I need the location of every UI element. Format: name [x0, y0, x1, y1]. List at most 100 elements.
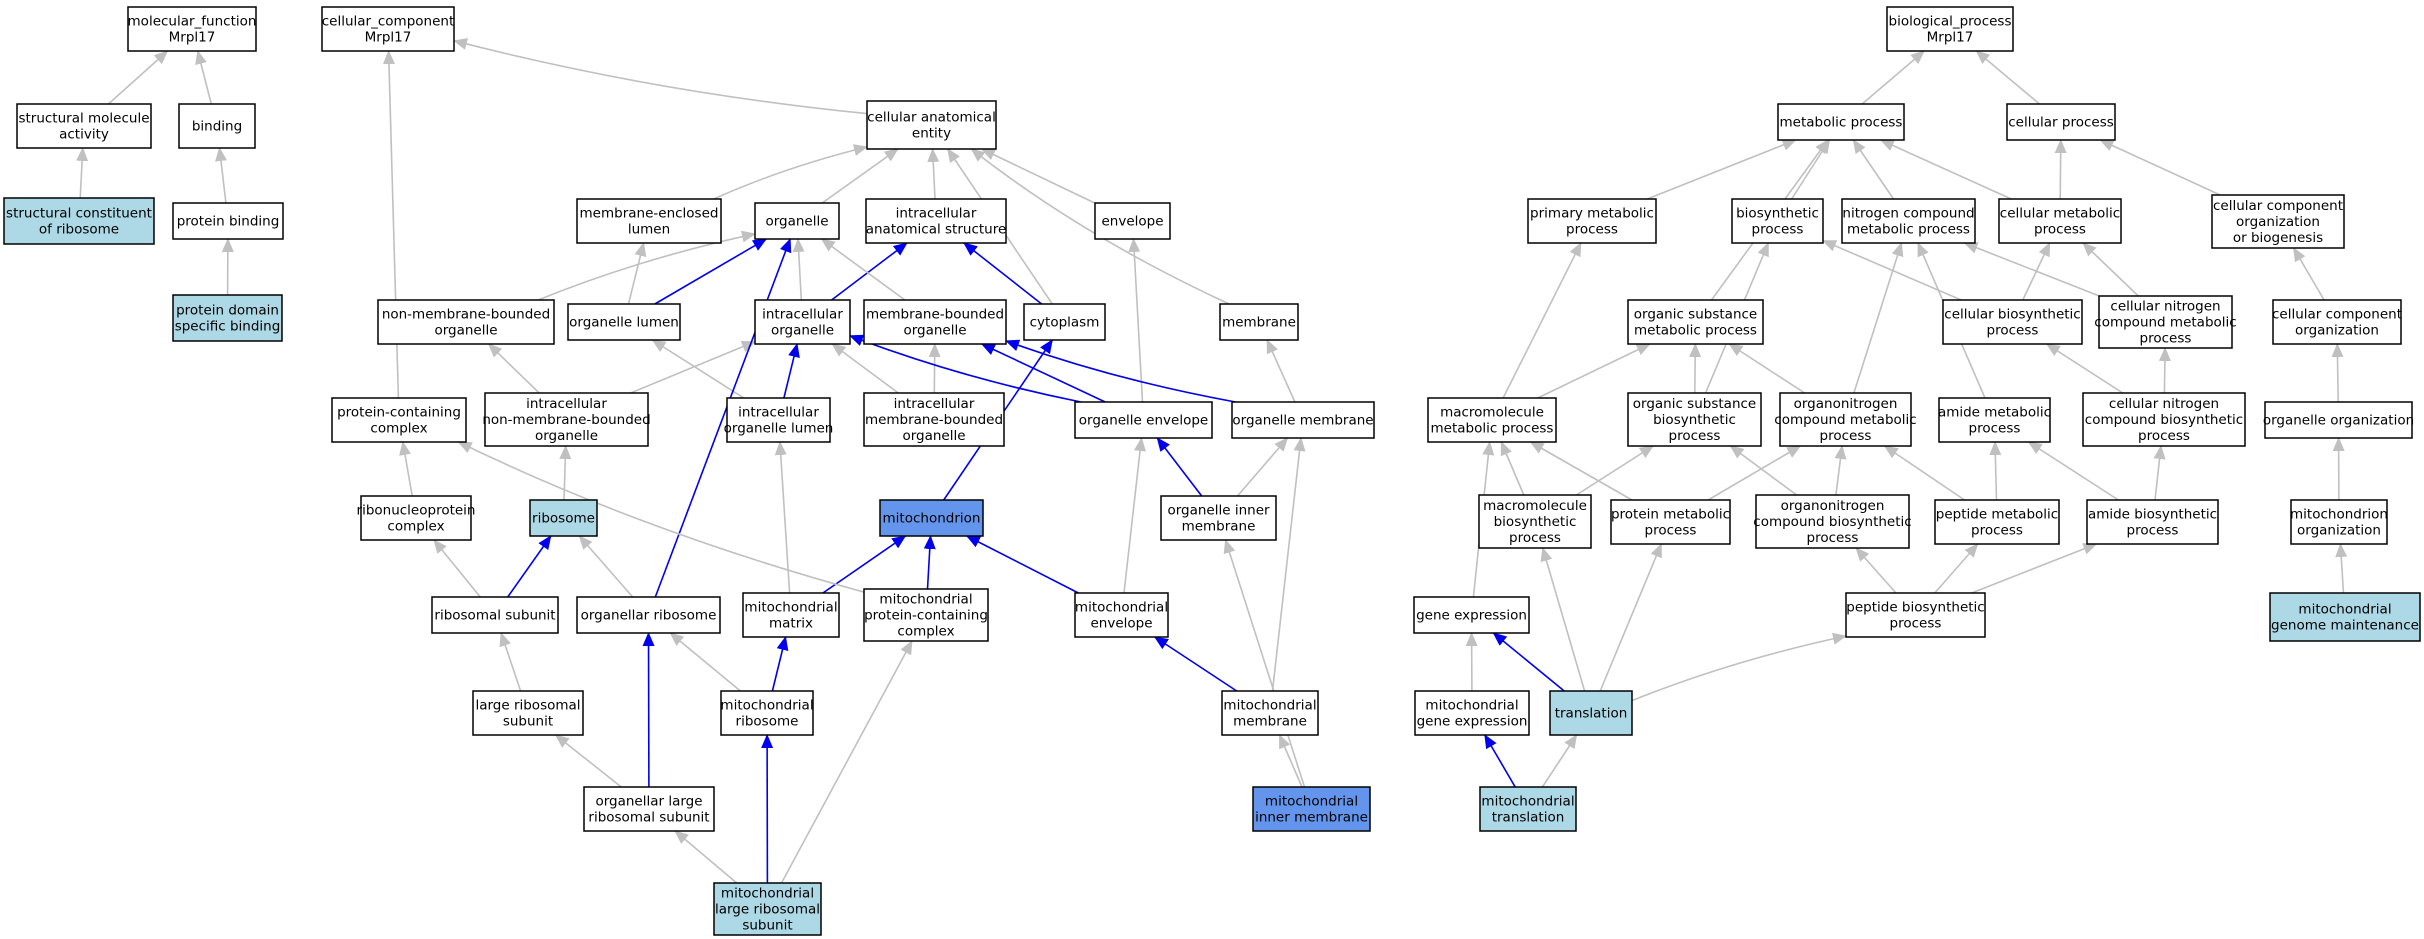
node-binding[interactable]: binding — [178, 103, 256, 149]
edge-orgenv-to-io — [849, 334, 1082, 403]
node-label: primary metabolic — [1530, 205, 1654, 221]
node-label: of ribosome — [39, 221, 119, 237]
node-protbind[interactable]: protein binding — [172, 202, 284, 240]
node-transl[interactable]: translation — [1549, 690, 1633, 736]
node-orgrib[interactable]: organellar ribosome — [576, 596, 721, 634]
node-label: activity — [59, 126, 109, 142]
node-label: envelope — [1101, 213, 1163, 229]
node-label: cellular biosynthetic — [1944, 306, 2080, 322]
node-label: intracellular — [762, 306, 843, 322]
node-box — [484, 392, 649, 447]
node-label: organellar ribosome — [581, 607, 717, 623]
node-metab[interactable]: metabolic process — [1777, 103, 1905, 141]
node-organelle[interactable]: organelle — [754, 202, 840, 240]
node-cytoplasm[interactable]: cytoplasm — [1023, 303, 1106, 341]
node-box — [1074, 592, 1169, 638]
node-geneexp[interactable]: gene expression — [1413, 596, 1530, 634]
node-orgenv[interactable]: organelle envelope — [1074, 401, 1213, 439]
node-orgmem[interactable]: organelle membrane — [1231, 401, 1375, 439]
node-label: mitochondrial — [1425, 697, 1518, 713]
node-orglumen[interactable]: organelle lumen — [567, 303, 681, 341]
node-box — [377, 299, 555, 345]
node-label: metabolic process — [1634, 322, 1757, 338]
node-membrane[interactable]: membrane — [1219, 303, 1299, 341]
edge-metab-to-bp_root — [1861, 50, 1925, 105]
node-label: organization — [2295, 322, 2379, 338]
node-label: membrane — [1222, 314, 1296, 330]
edge-abp-to-cncbp — [2153, 445, 2166, 501]
node-oorg[interactable]: organelle organization — [2263, 401, 2414, 439]
node-label: gene expression — [1416, 607, 1527, 623]
edge-transl-to-geneexp — [1492, 632, 1565, 692]
node-box — [1023, 303, 1106, 341]
node-envelope[interactable]: envelope — [1094, 202, 1171, 240]
edge-pepmp-to-amp — [1989, 441, 2002, 501]
edge-mtransl-to-mge — [1484, 734, 1516, 788]
node-box — [331, 397, 467, 443]
node-ribosome[interactable]: ribosome — [529, 499, 598, 537]
edge-orglumen-to-organelle — [654, 238, 768, 305]
node-inmbo[interactable]: intracellularnon-membrane-boundedorganel… — [482, 392, 651, 447]
node-label: envelope — [1090, 615, 1152, 631]
edge-membrane-to-cae — [970, 148, 1230, 305]
node-mito[interactable]: mitochondrion — [879, 499, 984, 537]
node-cellproc[interactable]: cellular process — [2006, 103, 2116, 141]
node-label: intracellular — [894, 396, 975, 412]
node-label: mitochondrial — [879, 591, 972, 607]
node-ribsub[interactable]: ribosomal subunit — [431, 596, 559, 634]
node-box — [2006, 103, 2116, 141]
node-label: mitochondrial — [721, 885, 814, 901]
node-label: subunit — [503, 713, 553, 729]
